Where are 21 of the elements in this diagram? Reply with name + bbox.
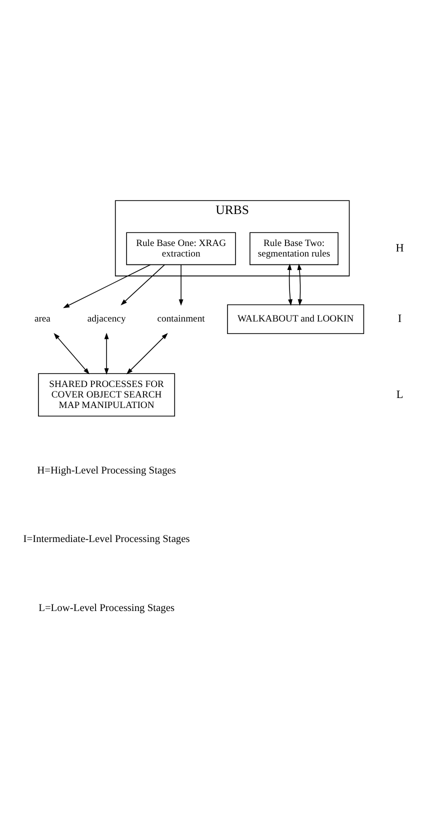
arrow: [126, 333, 168, 374]
arrow: [178, 264, 184, 306]
node-text: area: [34, 314, 50, 325]
arrow: [287, 264, 292, 306]
arrow: [54, 333, 90, 374]
arrow: [120, 264, 165, 306]
arrow: [104, 332, 109, 375]
node-box: SHARED PROCESSES FOR COVER OBJECT SEARCH MAP MANIPULATION: [38, 373, 176, 416]
label: I: [398, 313, 402, 326]
node-box: Rule Base One: XRAG extraction: [126, 232, 236, 266]
node-text: containment: [157, 314, 205, 325]
label: H: [396, 242, 404, 255]
node-box: Rule Base Two: segmentation rules: [250, 232, 338, 266]
label: L: [396, 388, 404, 401]
label: I=Intermediate-Level Processing Stages: [23, 534, 190, 546]
node-box: WALKABOUT and LOOKIN: [227, 304, 364, 334]
node-text: adjacency: [87, 314, 126, 325]
arrow: [63, 264, 151, 308]
arrow: [297, 264, 302, 306]
label: H=High-Level Processing Stages: [37, 465, 176, 476]
label: L=Low-Level Processing Stages: [38, 603, 175, 614]
